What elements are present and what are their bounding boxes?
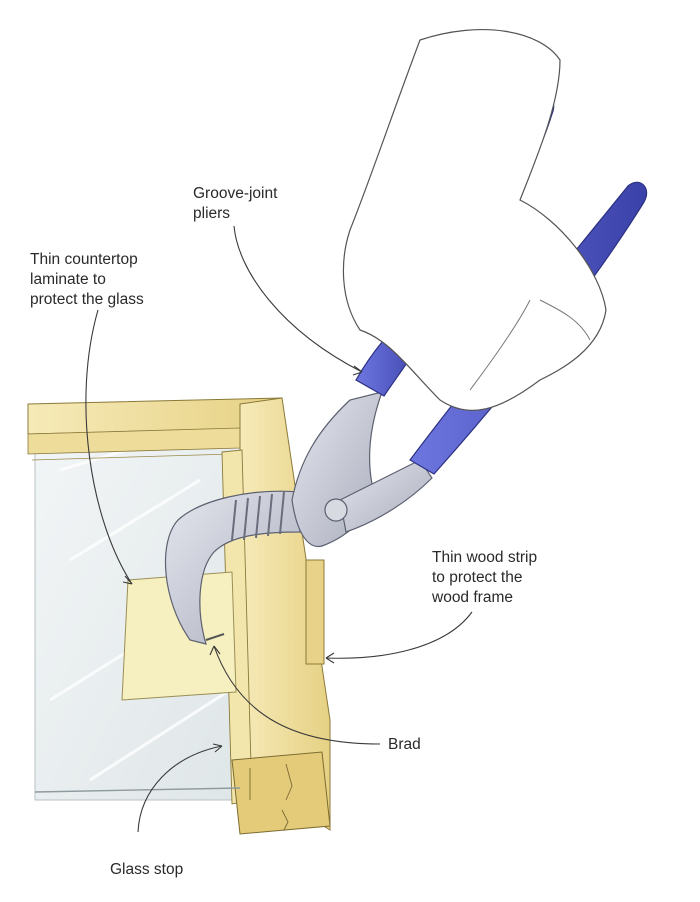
callout-glass-stop: Glass stop [110,860,183,880]
callout-pliers: Groove-joint pliers [193,184,277,224]
callout-wood-strip: Thin wood strip to protect the wood fram… [432,548,537,608]
wood-strip [306,560,324,664]
callout-laminate: Thin countertop laminate to protect the … [30,250,144,310]
callout-brad: Brad [388,735,421,755]
